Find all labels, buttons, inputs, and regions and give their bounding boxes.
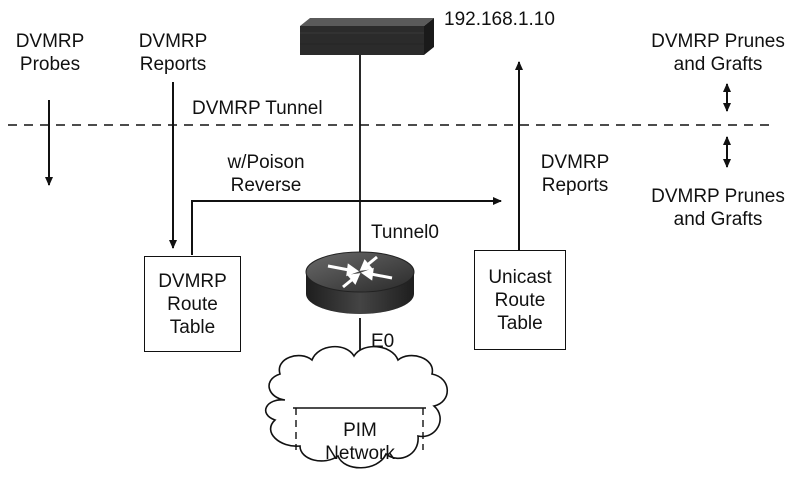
prunes-top-line1: DVMRP Prunes [651, 31, 785, 52]
prunes-grafts-bottom-label: DVMRP Prunes and Grafts [640, 185, 796, 231]
probes-label: DVMRP Probes [8, 30, 92, 76]
poison-reverse-arrow [191, 197, 502, 255]
dvmrp-table-line1: DVMRP [158, 270, 227, 292]
host-address-label: 192.168.1.10 [444, 9, 555, 30]
right-reports-line2: Reports [541, 175, 609, 196]
prunes-top-line2: and Grafts [673, 54, 763, 75]
tunnel-label: DVMRP Tunnel [192, 98, 323, 119]
dvmrp-table-line2: Route [167, 293, 218, 315]
poison-reverse-line1: w/Poison [227, 152, 305, 173]
probes-label-line1: DVMRP [15, 31, 85, 52]
pim-line2: Network [325, 443, 395, 464]
pim-network-label: PIM Network [314, 419, 406, 465]
reports-label-line1: DVMRP [138, 31, 208, 52]
unicast-table-line1: Unicast [488, 266, 552, 288]
dvmrp-table-line3: Table [169, 316, 216, 338]
tunnel0-label: Tunnel0 [371, 222, 439, 243]
pim-line1: PIM [343, 420, 377, 441]
poison-reverse-line2: Reverse [230, 175, 302, 196]
unicast-table-line2: Route [494, 289, 546, 311]
unicast-route-table: Unicast Route Table [474, 250, 566, 350]
dvmrp-route-table: DVMRP Route Table [144, 256, 241, 352]
unicast-route-table-label: Unicast Route Table [488, 266, 551, 335]
poison-reverse-label: w/Poison Reverse [206, 151, 326, 197]
router-icon [305, 251, 415, 314]
prunes-bottom-line1: DVMRP Prunes [651, 186, 785, 207]
probes-label-line2: Probes [19, 54, 81, 75]
unicast-table-line3: Table [497, 312, 543, 334]
prunes-bottom-line2: and Grafts [673, 209, 763, 230]
e0-label: E0 [371, 331, 395, 352]
right-reports-label: DVMRP Reports [530, 151, 620, 197]
right-reports-line1: DVMRP [540, 152, 610, 173]
prunes-grafts-top-label: DVMRP Prunes and Grafts [640, 30, 796, 76]
dvmrp-route-table-label: DVMRP Route Table [158, 270, 227, 339]
reports-label: DVMRP Reports [128, 30, 218, 76]
server-icon [300, 18, 434, 55]
reports-label-line2: Reports [139, 54, 207, 75]
